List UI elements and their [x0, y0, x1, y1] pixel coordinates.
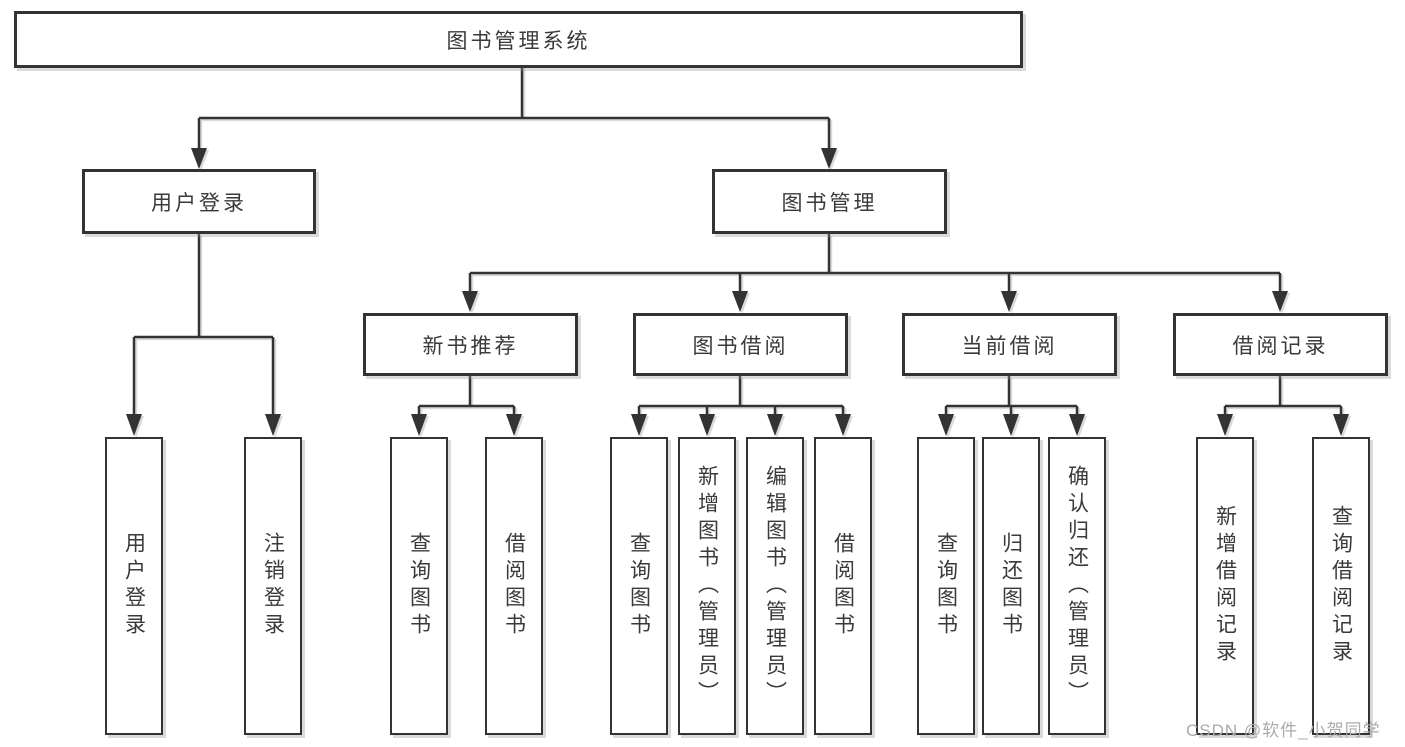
connector-borrowing-to-leaves [637, 376, 845, 418]
leaf-borrow-books: 借阅图书 [814, 437, 872, 735]
node-current-borrowing: 当前借阅 [902, 313, 1117, 376]
connector-records-to-leaves [1223, 376, 1343, 418]
connector-root-to-level2 [197, 66, 831, 152]
node-book-management: 图书管理 [712, 169, 947, 234]
leaf-return-books-label: 归还图书 [999, 532, 1023, 640]
leaf-edit-books-admin: 编辑图书（管理员） [746, 437, 804, 735]
leaf-add-borrow-record-label: 新增借阅记录 [1213, 505, 1237, 667]
leaf-confirm-return-admin-label: 确认归还（管理员） [1065, 464, 1089, 708]
node-borrowing-records-label: 借阅记录 [1232, 334, 1329, 358]
node-library-system: 图书管理系统 [14, 11, 1023, 68]
leaf-add-books-admin: 新增图书（管理员） [678, 437, 736, 735]
leaf-logout-label: 注销登录 [261, 532, 285, 640]
leaf-add-borrow-record: 新增借阅记录 [1196, 437, 1254, 735]
leaf-borrow-books-recommend-label: 借阅图书 [502, 532, 526, 640]
node-new-book-recommend-label: 新书推荐 [422, 334, 519, 358]
connector-bookmgmt-to-level3 [468, 234, 1282, 295]
node-book-borrowing: 图书借阅 [633, 313, 848, 376]
arrowheads-newbook-leaves [411, 414, 522, 436]
leaf-query-books-recommend-label: 查询图书 [407, 532, 431, 640]
leaf-edit-books-admin-label: 编辑图书（管理员） [763, 464, 787, 708]
csdn-watermark: CSDN @软件_小贺同学 [1186, 721, 1381, 740]
connector-current-to-leaves [944, 376, 1079, 418]
connector-userlogin-to-leaves [132, 234, 275, 418]
node-current-borrowing-label: 当前借阅 [961, 334, 1058, 358]
leaf-query-books-borrowing: 查询图书 [610, 437, 668, 735]
node-borrowing-records: 借阅记录 [1173, 313, 1388, 376]
leaf-user-login-label: 用户登录 [122, 532, 146, 640]
leaf-query-borrow-record: 查询借阅记录 [1312, 437, 1370, 735]
node-book-management-label: 图书管理 [781, 191, 878, 215]
leaf-user-login: 用户登录 [105, 437, 163, 735]
leaf-add-books-admin-label: 新增图书（管理员） [695, 464, 719, 708]
node-library-system-label: 图书管理系统 [446, 29, 591, 53]
arrowheads-current-leaves [938, 414, 1085, 436]
arrowheads-records-leaves [1217, 414, 1349, 436]
leaf-query-books-recommend: 查询图书 [390, 437, 448, 735]
leaf-query-borrow-record-label: 查询借阅记录 [1329, 505, 1353, 667]
leaf-query-books-current: 查询图书 [917, 437, 975, 735]
connector-newbook-to-leaves [417, 376, 516, 418]
node-new-book-recommend: 新书推荐 [363, 313, 578, 376]
leaf-logout: 注销登录 [244, 437, 302, 735]
node-user-login-label: 用户登录 [151, 191, 247, 215]
leaf-borrow-books-label: 借阅图书 [831, 532, 855, 640]
leaf-query-books-borrowing-label: 查询图书 [627, 532, 651, 640]
node-user-login: 用户登录 [82, 169, 316, 234]
arrowheads-level3 [462, 291, 1288, 312]
arrowheads-userlogin-leaves [126, 414, 281, 436]
leaf-query-books-current-label: 查询图书 [934, 532, 958, 640]
arrowheads-level2 [191, 148, 837, 169]
leaf-return-books: 归还图书 [982, 437, 1040, 735]
leaf-borrow-books-recommend: 借阅图书 [485, 437, 543, 735]
node-book-borrowing-label: 图书借阅 [692, 334, 789, 358]
leaf-confirm-return-admin: 确认归还（管理员） [1048, 437, 1106, 735]
arrowheads-borrowing-leaves [631, 414, 851, 436]
